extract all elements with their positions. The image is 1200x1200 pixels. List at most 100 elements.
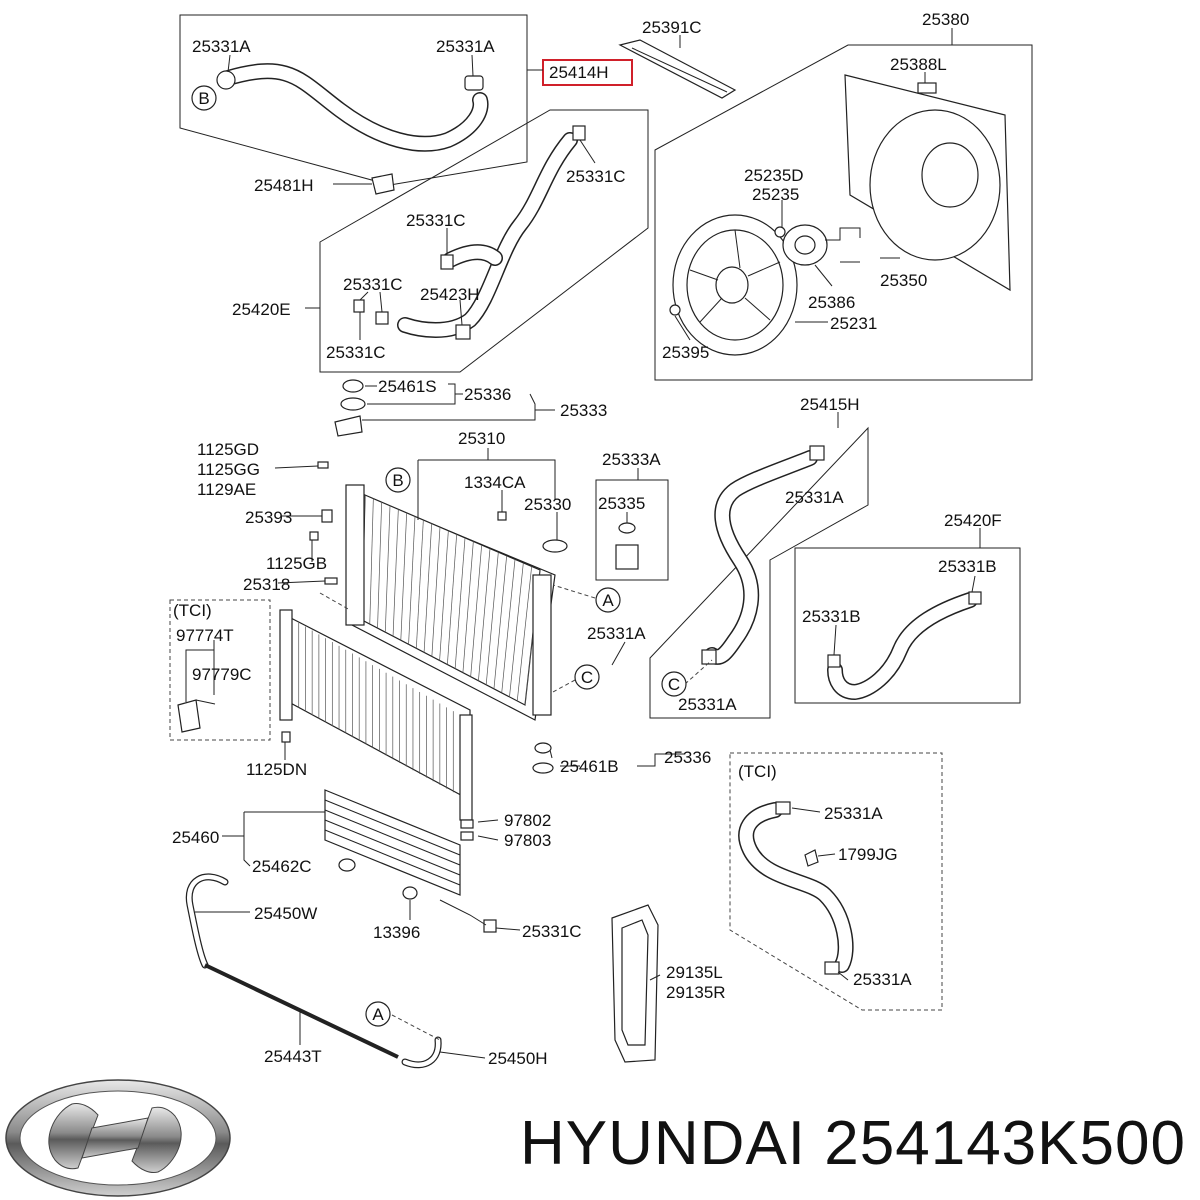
hose-25415H [701,445,825,665]
cap-seal-25336 [340,397,366,411]
label-25333: 25333 [560,401,607,420]
label-25414H-highlighted: 25414H [549,63,609,82]
filler-neck-25333 [334,415,363,437]
label-25481H: 25481H [254,176,314,195]
hose-clamp-25331B [827,654,841,668]
label-1799JG: 1799JG [838,845,898,864]
label-25461S: 25461S [378,377,437,396]
upper-hose-group-box [179,14,528,186]
label-25450W: 25450W [254,904,317,923]
callout-A-bottom: A [365,1001,391,1027]
bolt-1125GD [317,461,329,469]
hose-clamp-25331A [824,961,840,975]
fan-group-box [654,44,1033,381]
label-25333A: 25333A [602,450,661,469]
fan-25231 [672,214,798,356]
condenser-left-header [279,609,293,721]
label-1129AE: 1129AE [197,480,256,499]
tci-hose-box [729,752,943,1011]
hose-25420F-box [794,547,1021,704]
cap-25461S [342,379,364,393]
tci-sensor-97779C [177,699,216,733]
label-25331C: 25331C [326,343,386,362]
hose-clamp-25331A [216,70,236,90]
label-97779C: 97779C [192,665,252,684]
upper-hose-25414H [216,63,489,195]
radiator-left-tank [345,484,365,626]
drain-plug-25461B [534,742,552,754]
plug-25330 [542,539,568,553]
bolt-1125DN [281,731,291,743]
label-25331B: 25331B [802,607,861,626]
cap-97803 [460,831,474,841]
label-1334CA: 1334CA [464,473,526,492]
label-25331A: 25331A [785,488,844,507]
mount-25393 [321,509,333,523]
part-labels: 25331A 25331A 25414H 25391C 25380 25388L… [172,10,1002,1068]
condenser [279,609,474,841]
condenser-fins [291,619,461,796]
hose-clamp-25331B [968,591,982,605]
label-25420F: 25420F [944,511,1002,530]
screw-25395 [669,304,681,316]
hose-clamp-25331A [775,801,791,815]
label-25231: 25231 [830,314,877,333]
label-25331C: 25331C [343,275,403,294]
label-25331A: 25331A [824,804,883,823]
svg-text:A: A [372,1005,384,1024]
brand-name: HYUNDAI [520,1109,807,1178]
callout-B-radiator: B [385,467,411,493]
label-25331A: 25331A [192,37,251,56]
hose-25420F [827,591,982,700]
callout-A-radiator: A [595,587,621,613]
label-1125GG: 1125GG [197,460,260,479]
label-25350: 25350 [880,271,927,290]
label-97774T: 97774T [176,626,234,645]
clamp-25331C [483,919,497,933]
label-25235D: 25235D [744,166,804,185]
seal-strip-25391C [618,39,737,99]
highlight-box-25414H [542,59,633,86]
cap-25333A-box [595,479,669,581]
label-1125GD: 1125GD [197,440,259,459]
overflow-hose-25450W [185,873,229,969]
label-1125DN: 1125DN [246,760,307,779]
label-25331A: 25331A [678,695,737,714]
label-25420E: 25420E [232,300,291,319]
lower-hose-group-box [319,109,649,373]
hose-clamp-25423H [455,324,471,340]
hose-clamp-25331A [701,649,717,665]
label-97802: 97802 [504,811,551,830]
svg-text:C: C [581,668,593,687]
lower-hose-25420E [353,125,586,340]
bracket-25318 [324,577,338,585]
screw-25235 [774,226,786,238]
label-25335: 25335 [598,494,645,513]
callout-B-top: B [191,85,217,111]
tci-hose [738,801,854,975]
fan-shroud-25350 [844,74,1011,292]
label-25386: 25386 [808,293,855,312]
cooler-clamp-25462C [338,858,356,872]
shroud-clip-25388L [917,82,937,94]
condenser-right-header [459,714,473,821]
drain-seal-25336 [532,762,554,774]
clip-1799JG [804,849,819,867]
callout-C-hose: C [661,671,687,697]
label-25336: 25336 [464,385,511,404]
label-25462C: 25462C [252,857,312,876]
hose-25415H-box [649,426,869,719]
hose-clamp-25331A [464,75,484,91]
label-25330: 25330 [524,495,571,514]
label-25388L: 25388L [890,55,947,74]
hose-clamp-25331C [572,125,586,141]
label-25310: 25310 [458,429,505,448]
label-25450H: 25450H [488,1049,548,1068]
bracket-25481H [371,173,395,195]
label-13396: 13396 [373,923,420,942]
radiator-right-tank [532,574,552,716]
label-25460: 25460 [172,828,219,847]
hose-clamp-25331C [353,299,365,313]
label-25380: 25380 [922,10,969,29]
plug-1334CA [497,511,507,521]
